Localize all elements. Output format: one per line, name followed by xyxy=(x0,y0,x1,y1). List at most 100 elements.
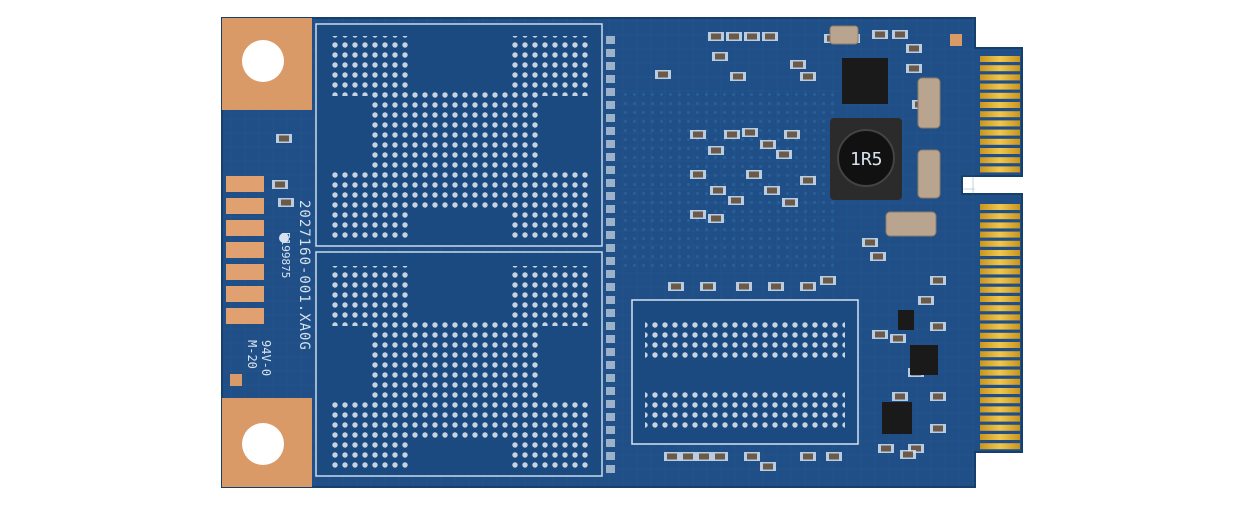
edge-connector-gold xyxy=(980,56,1020,450)
smd-component xyxy=(762,32,778,41)
regulator-ic xyxy=(842,58,888,104)
cert-mark xyxy=(279,233,289,243)
smd-component xyxy=(730,72,746,81)
side-pad xyxy=(226,286,264,302)
fiducial-bottom xyxy=(230,374,242,386)
gold-finger xyxy=(980,56,1020,62)
gold-finger xyxy=(980,305,1020,312)
column-pad xyxy=(606,348,615,356)
column-pad xyxy=(606,465,615,473)
flammability-label: 94V-0 xyxy=(259,340,273,376)
gold-finger xyxy=(980,259,1020,266)
column-pad xyxy=(606,257,615,265)
column-pad xyxy=(606,374,615,382)
column-pad xyxy=(606,426,615,434)
smd-component xyxy=(906,44,922,53)
side-pad xyxy=(226,264,264,280)
smd-component xyxy=(820,276,836,285)
gold-finger xyxy=(980,74,1020,81)
smd-component xyxy=(744,32,760,41)
column-pad xyxy=(606,452,615,460)
smd-component xyxy=(708,146,724,155)
transistor-ic-2 xyxy=(882,402,912,434)
tantalum-capacitors xyxy=(829,25,941,237)
gold-finger xyxy=(980,388,1020,394)
smd-component xyxy=(668,282,684,291)
mount-pad-bottom xyxy=(222,398,312,487)
gold-finger xyxy=(980,102,1020,108)
gold-finger xyxy=(980,250,1020,256)
gold-finger xyxy=(980,268,1020,275)
side-pad xyxy=(226,242,264,258)
gold-finger xyxy=(980,277,1020,284)
smd-component xyxy=(906,64,922,73)
column-pad xyxy=(606,361,615,369)
mount-pad-top xyxy=(222,18,312,110)
column-pad xyxy=(606,335,615,343)
smd-component xyxy=(930,322,946,331)
gold-finger xyxy=(980,92,1020,99)
gold-finger xyxy=(980,83,1020,90)
smd-component xyxy=(800,176,816,185)
column-pad xyxy=(606,101,615,109)
side-pad xyxy=(226,220,264,236)
smd-component xyxy=(862,238,878,247)
gold-finger xyxy=(980,443,1020,450)
gold-finger xyxy=(980,332,1020,339)
smd-component xyxy=(872,330,888,339)
gold-finger xyxy=(980,296,1020,302)
smd-component xyxy=(726,32,742,41)
column-pad xyxy=(606,192,615,200)
column-pad xyxy=(606,36,615,44)
smd-component xyxy=(892,30,908,39)
smd-component xyxy=(760,140,776,149)
column-pad xyxy=(606,114,615,122)
gold-finger xyxy=(980,222,1020,229)
smd-component xyxy=(690,130,706,139)
column-pad xyxy=(606,244,615,252)
column-pad xyxy=(606,400,615,408)
inductor-code: 1R5 xyxy=(850,149,883,170)
smd-component xyxy=(782,198,798,207)
column-pad xyxy=(606,62,615,70)
column-pad xyxy=(606,322,615,330)
smd-component xyxy=(742,128,758,137)
column-pad xyxy=(606,270,615,278)
column-pad xyxy=(606,205,615,213)
smd-component xyxy=(655,70,671,79)
smd-component xyxy=(708,214,724,223)
smd-component xyxy=(930,276,946,285)
gold-finger xyxy=(980,231,1020,238)
smd-component xyxy=(744,452,760,461)
side-pad xyxy=(226,198,264,214)
column-pad xyxy=(606,231,615,239)
smd-component xyxy=(800,452,816,461)
gold-finger xyxy=(980,323,1020,330)
cert-code-label: E199875 xyxy=(279,232,292,278)
smd-component xyxy=(746,170,762,179)
column-pad xyxy=(606,153,615,161)
column-pad xyxy=(606,140,615,148)
flash-footprint-top xyxy=(315,23,603,247)
gold-finger xyxy=(980,378,1020,385)
gold-finger xyxy=(980,157,1020,164)
smd-component xyxy=(690,210,706,219)
smd-component xyxy=(712,52,728,61)
gold-finger xyxy=(980,342,1020,348)
smd-component xyxy=(736,282,752,291)
smd-component xyxy=(724,130,740,139)
smd-component xyxy=(776,150,792,159)
smd-component xyxy=(700,282,716,291)
column-pad xyxy=(606,296,615,304)
smd-component xyxy=(784,130,800,139)
column-pad xyxy=(606,127,615,135)
gold-finger xyxy=(980,415,1020,422)
smd-component xyxy=(872,30,888,39)
dram-footprint xyxy=(631,299,859,445)
gold-finger xyxy=(980,434,1020,440)
smd-component xyxy=(918,296,934,305)
gold-finger xyxy=(980,360,1020,367)
fiducial-top xyxy=(950,34,962,46)
smd-component xyxy=(908,444,924,453)
